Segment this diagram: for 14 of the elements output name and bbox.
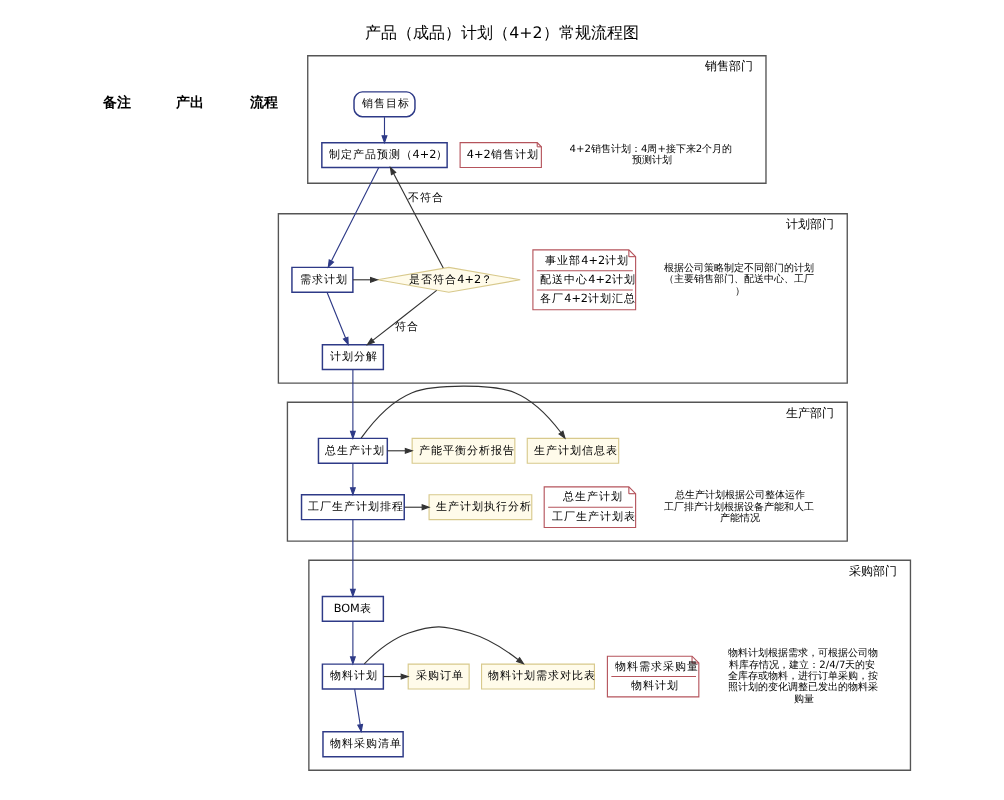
arrow — [362, 626, 524, 665]
arrow — [365, 289, 437, 346]
arrow — [326, 166, 379, 269]
arrow — [348, 620, 356, 666]
arrow — [348, 519, 356, 598]
arrow — [385, 447, 413, 454]
arrow — [388, 166, 443, 269]
arrow — [380, 116, 387, 145]
arrow — [348, 369, 356, 440]
arrow — [381, 673, 409, 680]
arrow — [359, 385, 565, 440]
arrow — [353, 688, 363, 734]
arrow — [325, 291, 348, 347]
arrow — [348, 462, 356, 497]
